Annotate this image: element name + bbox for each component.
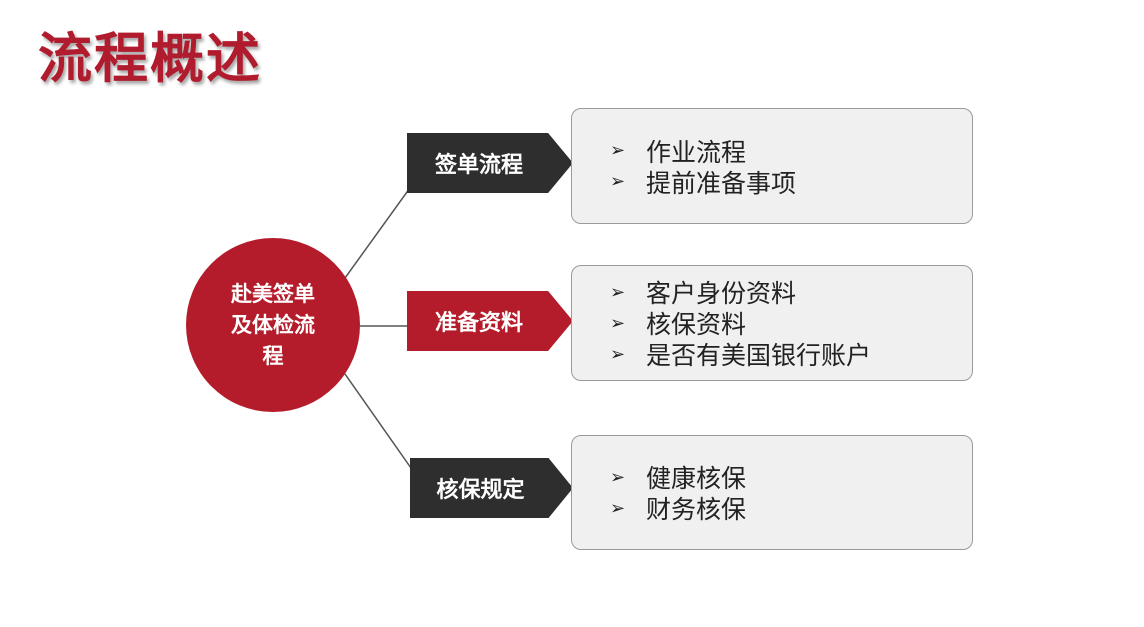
list-item-text: 健康核保 [646, 464, 747, 493]
detail-box-underwriting: ➢ 健康核保 ➢ 财务核保 [571, 435, 973, 550]
list-item-text: 提前准备事项 [646, 168, 797, 198]
list-item-text: 客户身份资料 [646, 279, 797, 308]
branch-tag-signing: 签单流程 [407, 133, 573, 193]
list-item: ➢ 核保资料 [610, 308, 972, 339]
detail-box-signing: ➢ 作业流程 ➢ 提前准备事项 [571, 108, 973, 224]
arrow-bullet-icon: ➢ [610, 171, 626, 192]
list-item-text: 是否有美国银行账户 [646, 341, 872, 370]
branch-label: 核保规定 [436, 478, 525, 503]
list-item-text: 财务核保 [646, 495, 747, 524]
arrow-bullet-icon: ➢ [610, 343, 626, 365]
branch-tag-materials: 准备资料 [407, 291, 573, 351]
list-item: ➢ 作业流程 [610, 135, 972, 167]
detail-box-materials: ➢ 客户身份资料 ➢ 核保资料 ➢ 是否有美国银行账户 [571, 265, 973, 381]
arrow-bullet-icon: ➢ [610, 281, 626, 303]
arrow-bullet-icon: ➢ [610, 140, 626, 161]
arrow-bullet-icon: ➢ [610, 466, 626, 488]
arrow-bullet-icon: ➢ [610, 312, 626, 334]
list-item-text: 作业流程 [646, 137, 747, 167]
list-item: ➢ 是否有美国银行账户 [610, 339, 972, 370]
list-item: ➢ 客户身份资料 [610, 277, 972, 308]
arrow-bullet-icon: ➢ [610, 497, 626, 519]
list-item-text: 核保资料 [646, 310, 747, 339]
branch-label: 准备资料 [434, 311, 523, 336]
list-item: ➢ 健康核保 [610, 462, 972, 493]
branch-tag-underwriting: 核保规定 [410, 458, 573, 518]
list-item: ➢ 财务核保 [610, 493, 972, 524]
hub-label: 赴美签单及体检流程 [231, 281, 315, 368]
list-item: ➢ 提前准备事项 [610, 166, 972, 198]
branch-label: 签单流程 [434, 153, 523, 178]
page-title: 流程概述 [38, 26, 262, 90]
hub-circle: 赴美签单及体检流程 [186, 238, 360, 412]
